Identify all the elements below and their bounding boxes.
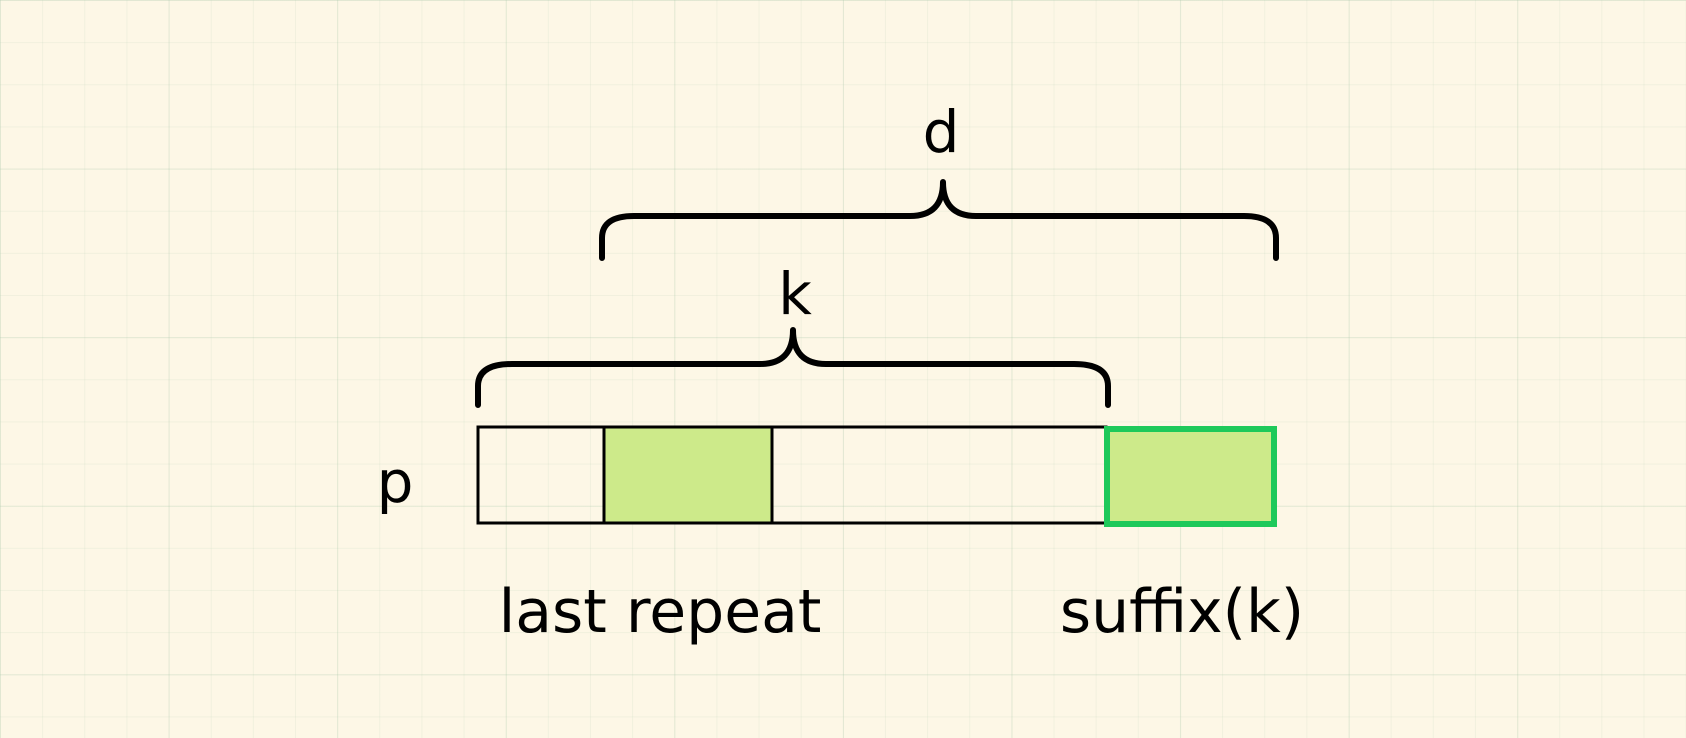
string-p (476, 425, 1277, 527)
label-d: d (923, 98, 960, 166)
label-last-repeat: last repeat (499, 577, 822, 647)
segment-last-repeat (602, 425, 774, 525)
label-k: k (778, 260, 812, 328)
segment-suffix (1104, 426, 1277, 527)
brace-d (599, 179, 1279, 261)
label-suffix: suffix(k) (1060, 577, 1304, 647)
segment-prefix (476, 425, 606, 525)
label-p: p (377, 448, 414, 516)
segment-middle (770, 425, 1108, 525)
brace-k (475, 327, 1111, 408)
